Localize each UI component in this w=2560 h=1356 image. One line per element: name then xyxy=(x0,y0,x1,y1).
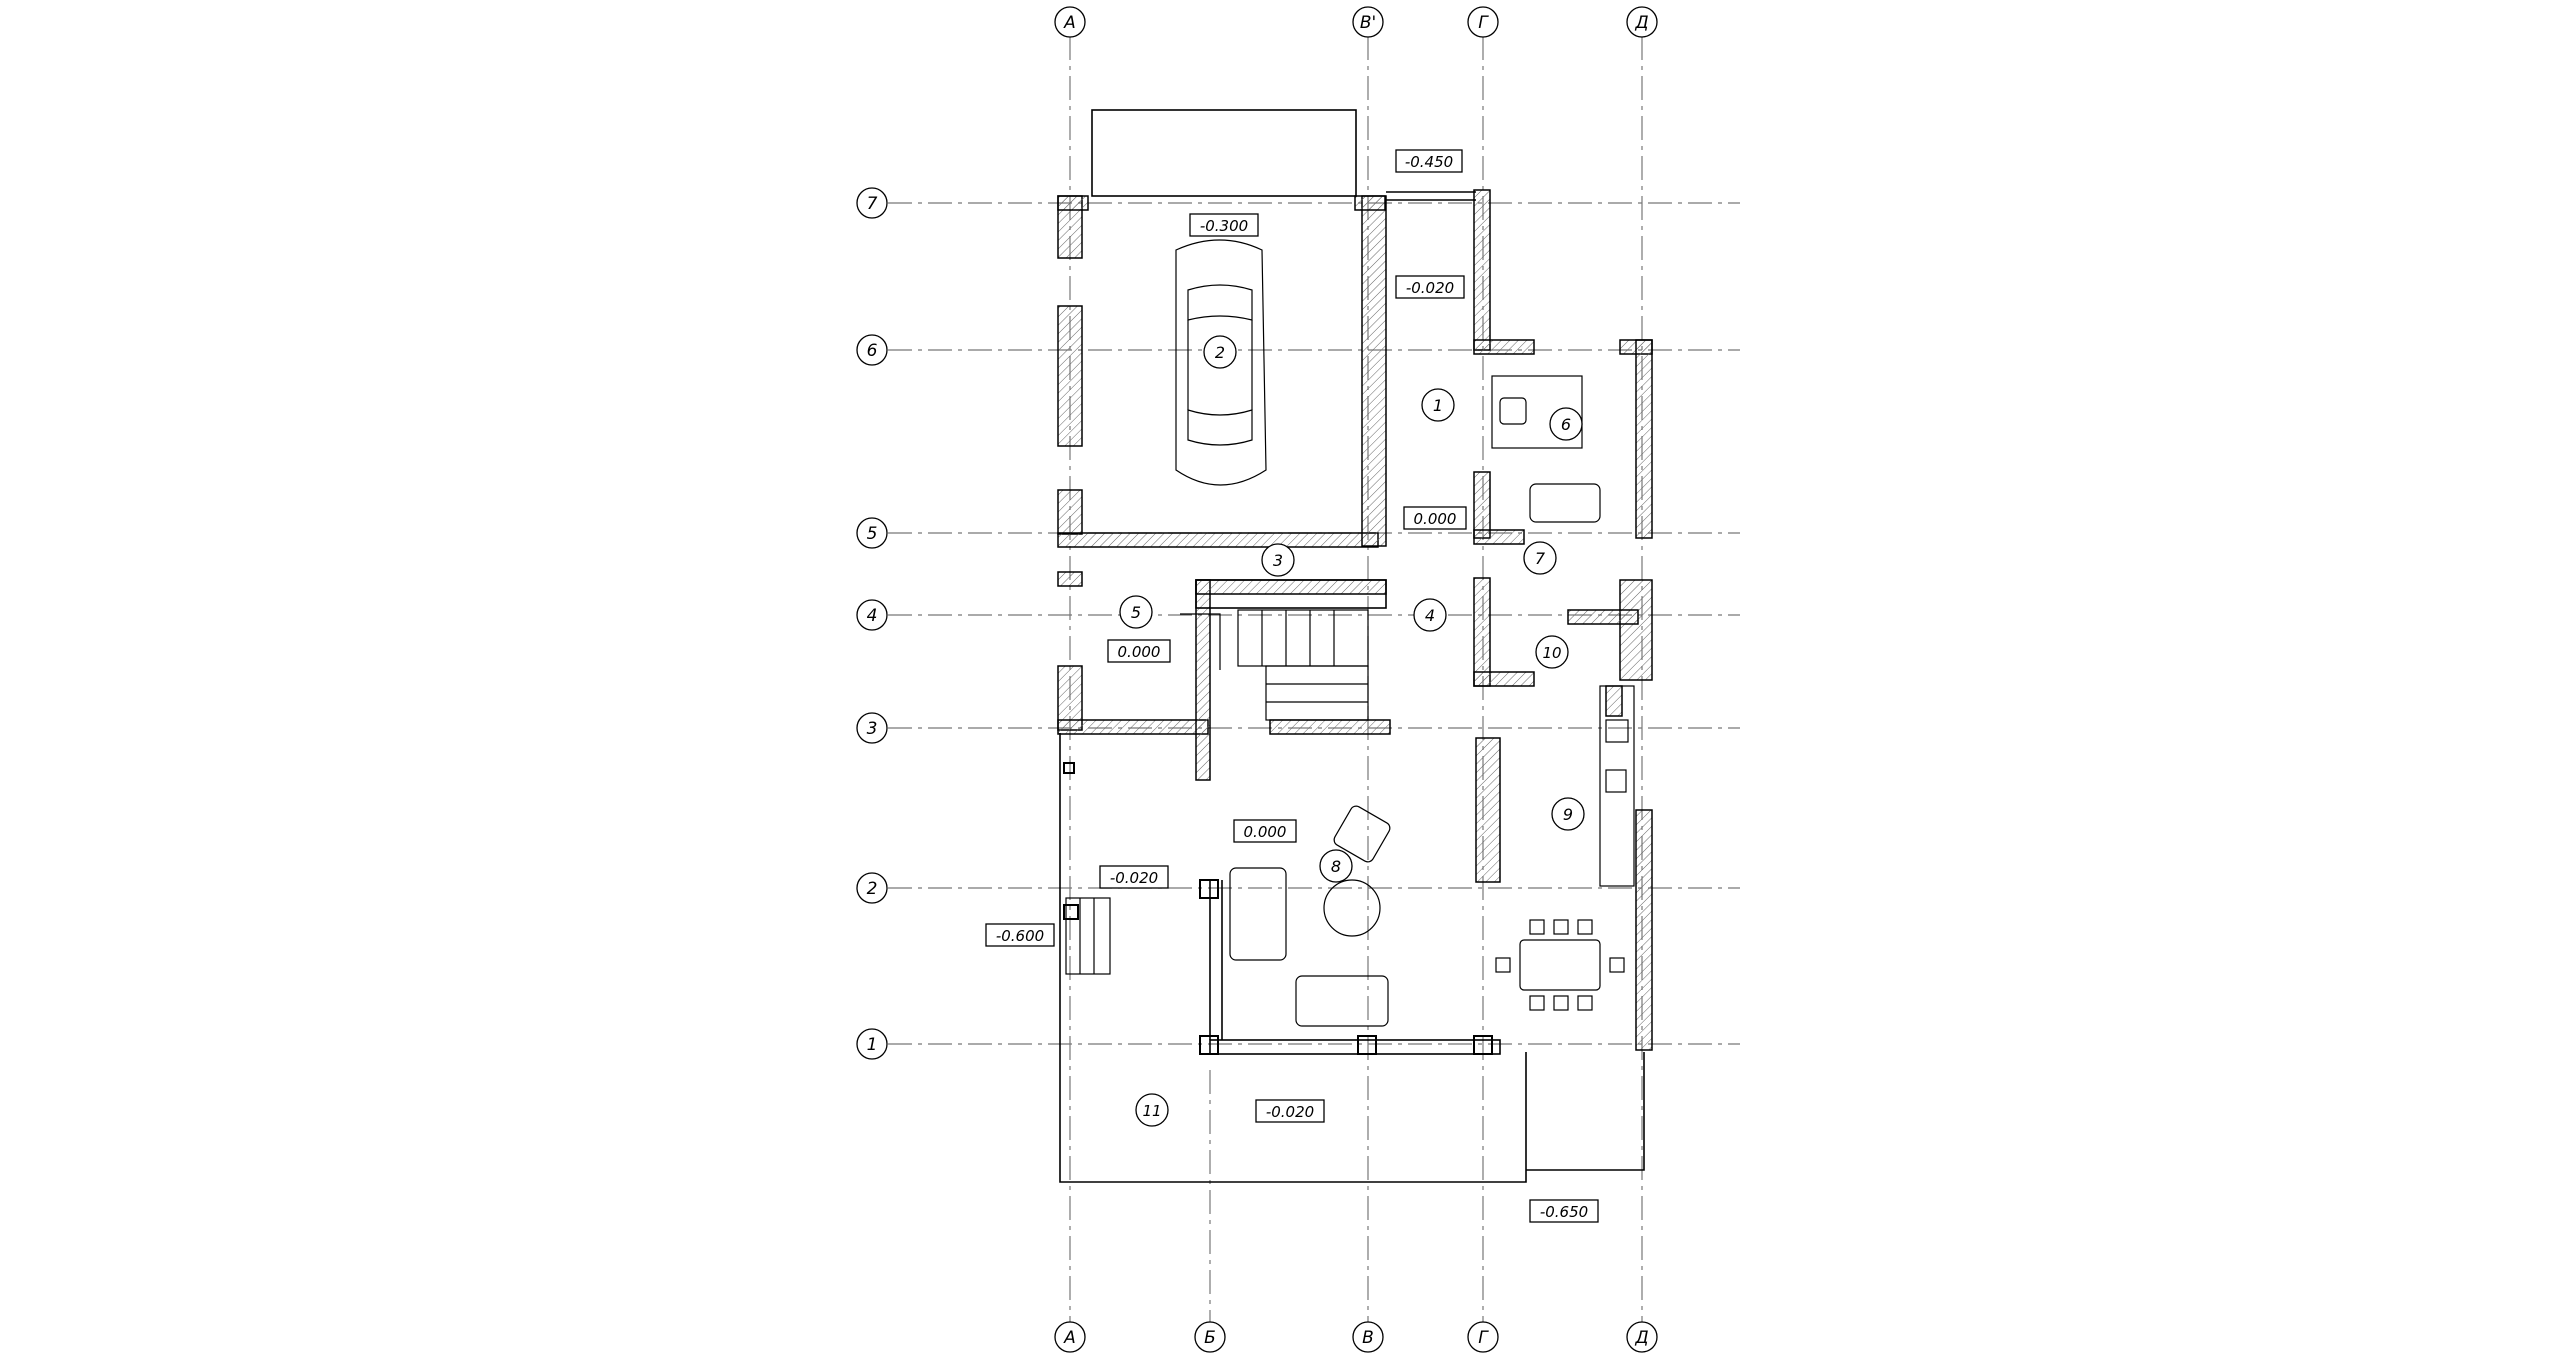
room-9: 9 xyxy=(1551,797,1585,831)
dining-furniture xyxy=(1495,919,1625,1011)
elevation-mark: -0.650 xyxy=(1529,1199,1599,1223)
room-number: 2 xyxy=(1215,343,1225,362)
elevation-value: -0.020 xyxy=(1110,869,1158,887)
room-number: 3 xyxy=(1273,551,1283,570)
elevation-value: -0.450 xyxy=(1405,153,1453,171)
axis-label: Г xyxy=(1478,1328,1489,1348)
living-furniture xyxy=(1229,805,1391,1027)
room-4: 4 xyxy=(1413,598,1447,632)
elevation-value: -0.650 xyxy=(1540,1203,1588,1221)
room-number: 4 xyxy=(1425,606,1435,625)
room-8: 8 xyxy=(1319,849,1353,883)
axis-label: 6 xyxy=(867,341,878,361)
room-number: 11 xyxy=(1142,1102,1161,1120)
left-axis-labels: 7 6 5 4 3 2 1 xyxy=(856,187,888,1060)
axis-bubble-left-3: 3 xyxy=(856,712,888,744)
elevation-mark: -0.300 xyxy=(1189,213,1259,237)
axis-bubble-left-7: 7 xyxy=(856,187,888,219)
elevation-value: -0.600 xyxy=(996,927,1044,945)
room-number: 7 xyxy=(1535,549,1546,568)
room-7: 7 xyxy=(1523,541,1557,575)
room-number: 1 xyxy=(1433,396,1443,415)
elevation-marks: -0.450 -0.300 -0.020 0.000 0.000 0.000 -… xyxy=(985,149,1599,1223)
axis-bubble-left-1: 1 xyxy=(856,1028,888,1060)
axis-label: Д xyxy=(1634,13,1648,33)
axis-label: Д xyxy=(1634,1328,1648,1348)
axis-bubble-bottom-d: Д xyxy=(1626,1321,1658,1353)
axis-label: 2 xyxy=(867,879,878,899)
room-number: 5 xyxy=(1131,603,1141,622)
room-10: 10 xyxy=(1535,635,1569,669)
elevation-value: 0.000 xyxy=(1244,823,1287,841)
axis-label: В xyxy=(1362,1328,1374,1348)
elevation-value: -0.300 xyxy=(1200,217,1248,235)
axis-label: Б xyxy=(1204,1328,1216,1348)
axis-bubble-left-6: 6 xyxy=(856,334,888,366)
room-6: 6 xyxy=(1549,407,1583,441)
room-5: 5 xyxy=(1119,595,1153,629)
axis-bubble-bottom-a: А xyxy=(1054,1321,1086,1353)
axis-label: Г xyxy=(1478,13,1489,33)
office-furniture xyxy=(1491,375,1601,523)
outline xyxy=(1059,109,1645,1183)
axis-label: В' xyxy=(1360,13,1376,33)
columns xyxy=(1063,762,1493,1055)
room-11: 11 xyxy=(1135,1093,1169,1127)
room-number: 8 xyxy=(1331,857,1341,876)
room-1: 1 xyxy=(1421,388,1455,422)
bottom-axis-labels: А Б В Г Д xyxy=(1054,1321,1658,1353)
grid-lines xyxy=(888,36,1740,1330)
elevation-mark: 0.000 xyxy=(1107,639,1171,663)
elevation-mark: -0.020 xyxy=(1255,1099,1325,1123)
walls xyxy=(1057,189,1653,1051)
elevation-value: 0.000 xyxy=(1118,643,1161,661)
top-axis-labels: А В' Г Д xyxy=(1054,6,1658,38)
axis-label: А xyxy=(1063,13,1076,33)
room-number: 10 xyxy=(1542,644,1561,662)
kitchen-counter xyxy=(1599,685,1635,887)
axis-bubble-left-4: 4 xyxy=(856,599,888,631)
elevation-value: -0.020 xyxy=(1266,1103,1314,1121)
room-number: 9 xyxy=(1563,805,1573,824)
elevation-mark: -0.020 xyxy=(1099,865,1169,889)
axis-label: А xyxy=(1063,1328,1076,1348)
elevation-mark: -0.600 xyxy=(985,923,1055,947)
room-3: 3 xyxy=(1261,543,1295,577)
axis-bubble-left-2: 2 xyxy=(856,872,888,904)
axis-bubble-top-v: В' xyxy=(1352,6,1384,38)
axis-bubble-top-g: Г xyxy=(1467,6,1499,38)
axis-bubble-bottom-v: В xyxy=(1352,1321,1384,1353)
axis-bubble-top-d: Д xyxy=(1626,6,1658,38)
elevation-mark: -0.020 xyxy=(1395,275,1465,299)
room-2: 2 xyxy=(1203,335,1237,369)
elevation-value: 0.000 xyxy=(1414,510,1457,528)
room-number: 6 xyxy=(1561,415,1571,434)
axis-label: 3 xyxy=(867,719,878,739)
axis-bubble-bottom-b: Б xyxy=(1194,1321,1226,1353)
axis-label: 4 xyxy=(867,606,878,626)
entry-steps xyxy=(1065,897,1111,975)
axis-label: 5 xyxy=(867,524,878,544)
staircase xyxy=(1180,609,1369,721)
elevation-mark: -0.450 xyxy=(1395,149,1463,173)
elevation-mark: 0.000 xyxy=(1403,506,1467,530)
elevation-mark: 0.000 xyxy=(1233,819,1297,843)
axis-bubble-top-a: А xyxy=(1054,6,1086,38)
axis-bubble-bottom-g: Г xyxy=(1467,1321,1499,1353)
car-icon xyxy=(1175,239,1267,486)
room-labels: 1 2 3 4 5 6 7 8 9 10 11 xyxy=(1119,335,1585,1127)
axis-label: 7 xyxy=(867,194,878,214)
axis-label: 1 xyxy=(867,1035,878,1055)
elevation-value: -0.020 xyxy=(1406,279,1454,297)
axis-bubble-left-5: 5 xyxy=(856,517,888,549)
